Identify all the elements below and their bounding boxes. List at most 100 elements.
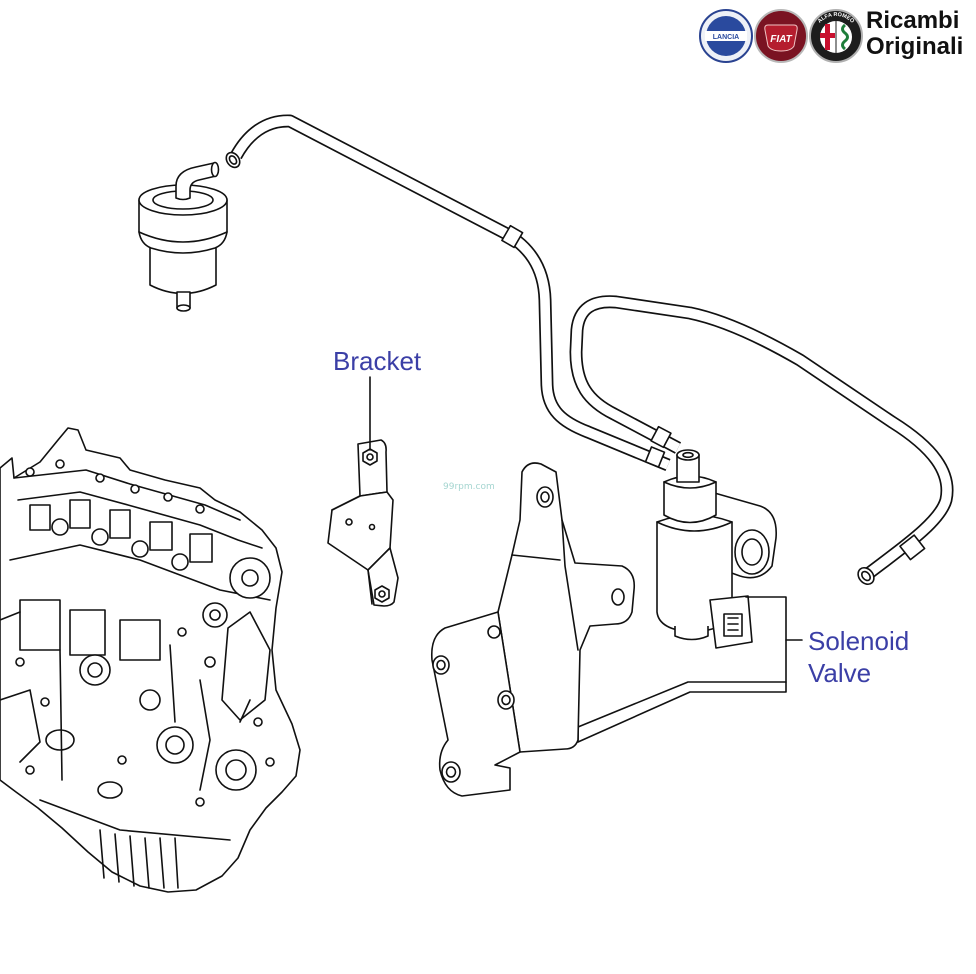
valve-mounting-bracket-part bbox=[497, 462, 636, 753]
engine-block-part bbox=[15, 657, 25, 667]
engine-block-part bbox=[130, 484, 140, 494]
vacuum-hose-loop-part bbox=[571, 296, 952, 578]
vacuum-hose-loop bbox=[569, 295, 954, 586]
brand-header: LANCIA FIAT ALFA ROMEO Ricambi Originali bbox=[699, 7, 963, 63]
engine-block-part bbox=[55, 459, 65, 469]
engine-block-part bbox=[241, 569, 259, 587]
engine-block-part bbox=[0, 611, 251, 791]
callout-bracket: Bracket bbox=[333, 346, 422, 451]
engine-block-part bbox=[225, 759, 247, 781]
fiat-logo: FIAT bbox=[754, 9, 808, 63]
engine-block-part bbox=[215, 749, 257, 791]
engine-block-part bbox=[97, 781, 123, 799]
engine-block-part bbox=[117, 755, 127, 765]
small-bracket-part bbox=[366, 453, 374, 461]
fiat-logo-part bbox=[764, 24, 798, 52]
small-bracket-part bbox=[331, 495, 373, 605]
valve-mounting-bracket-part bbox=[430, 611, 521, 797]
engine-block bbox=[0, 427, 301, 893]
engine-block-part bbox=[229, 557, 271, 599]
engine-block-part bbox=[25, 467, 35, 477]
vacuum-canister-part bbox=[175, 162, 217, 201]
engine-block-part bbox=[139, 689, 161, 711]
engine-block-part bbox=[109, 509, 131, 539]
engine-block-part bbox=[19, 599, 61, 651]
solenoid-valve-part bbox=[727, 617, 739, 631]
vacuum-canister-part bbox=[210, 161, 220, 178]
engine-block-part bbox=[149, 521, 173, 551]
small-bracket-part bbox=[374, 585, 390, 603]
small-bracket-part bbox=[368, 523, 376, 531]
solenoid-valve-part bbox=[663, 475, 717, 524]
brand-title-line1: Ricambi bbox=[866, 7, 959, 34]
solenoid-valve-part bbox=[674, 626, 709, 641]
solenoid-valve bbox=[656, 449, 777, 649]
engine-block-part bbox=[25, 765, 35, 775]
vacuum-hose-main-part bbox=[501, 224, 524, 249]
small-bracket-part bbox=[378, 590, 386, 598]
valve-mounting-bracket-part bbox=[487, 625, 501, 639]
valve-mounting-bracket-part bbox=[511, 519, 579, 651]
callout-solenoid-valve: Solenoid Valve bbox=[745, 596, 909, 688]
valve-mounting-bracket-part bbox=[441, 761, 461, 783]
valve-mounting-bracket-part bbox=[536, 486, 554, 508]
vacuum-hose-main-part bbox=[644, 446, 666, 468]
solenoid-valve-part bbox=[682, 451, 694, 459]
solenoid-valve-part bbox=[663, 481, 717, 489]
solenoid-valve-part bbox=[741, 538, 763, 566]
brand-title-line2: Originali bbox=[866, 33, 963, 60]
lancia-logo-part bbox=[705, 31, 747, 41]
vacuum-hose-loop-part bbox=[650, 425, 672, 449]
small-bracket bbox=[327, 439, 399, 607]
valve-mounting-bracket bbox=[430, 462, 787, 797]
engine-block-part bbox=[45, 729, 75, 751]
engine-block-part bbox=[165, 735, 185, 755]
watermark: 99rpm.com bbox=[443, 482, 495, 492]
engine-block-part bbox=[131, 540, 149, 558]
lancia-logo: LANCIA bbox=[699, 9, 753, 63]
engine-block-part bbox=[119, 619, 161, 661]
bracket-label: Bracket bbox=[333, 346, 422, 376]
lancia-logo-text: LANCIA bbox=[713, 34, 739, 41]
solenoid-label-line1: Solenoid bbox=[808, 626, 909, 656]
valve-mounting-bracket-part bbox=[497, 690, 515, 710]
engine-block-part bbox=[177, 627, 187, 637]
vacuum-canister-part bbox=[176, 304, 191, 312]
vacuum-hose-main-part bbox=[228, 155, 238, 165]
engine-block-part bbox=[156, 726, 194, 764]
engine-block-part bbox=[99, 829, 179, 889]
engine-block-part bbox=[204, 656, 216, 668]
small-bracket-part bbox=[362, 448, 378, 466]
solenoid-valve-part bbox=[734, 529, 770, 575]
vacuum-hose-main-part bbox=[231, 116, 670, 470]
engine-block-part bbox=[253, 717, 263, 727]
engine-block-part bbox=[195, 797, 205, 807]
alfa-romeo-logo-part bbox=[820, 33, 835, 38]
vacuum-canister bbox=[138, 161, 228, 312]
solenoid-leader-line bbox=[745, 596, 787, 683]
solenoid-valve-part bbox=[656, 521, 733, 532]
engine-block-part bbox=[189, 533, 213, 563]
vacuum-hose-loop-part bbox=[861, 570, 871, 582]
engine-block-part bbox=[95, 473, 105, 483]
engine-block-part bbox=[91, 528, 109, 546]
valve-mounting-bracket-part bbox=[445, 766, 457, 778]
engine-block-part bbox=[79, 654, 111, 686]
alfa-romeo-logo: ALFA ROMEO bbox=[809, 9, 863, 63]
small-bracket-part bbox=[357, 439, 388, 497]
engine-block-part bbox=[195, 504, 205, 514]
vacuum-hose-loop-part bbox=[899, 534, 926, 561]
solenoid-label-line2: Valve bbox=[808, 658, 871, 688]
engine-block-part bbox=[163, 492, 173, 502]
engine-block-part bbox=[265, 757, 275, 767]
engine-block-part bbox=[40, 697, 50, 707]
valve-mounting-bracket-part bbox=[436, 659, 446, 671]
solenoid-valve-part bbox=[676, 449, 700, 461]
engine-block-part bbox=[17, 491, 263, 549]
alfa-romeo-logo-part bbox=[841, 23, 849, 51]
valve-mounting-bracket-part bbox=[432, 655, 450, 675]
engine-block-part bbox=[171, 553, 189, 571]
valve-mounting-bracket-part bbox=[611, 588, 625, 606]
